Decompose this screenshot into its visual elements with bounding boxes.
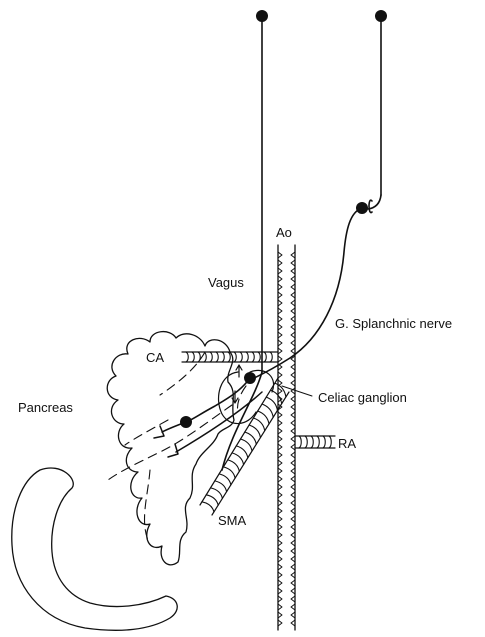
label-celiac-ganglion: Celiac ganglion xyxy=(318,390,407,405)
ra-coil-mark xyxy=(323,436,325,448)
duodenum xyxy=(12,468,177,630)
ca-coil-mark xyxy=(234,352,236,362)
celiac-ganglion-leader xyxy=(282,386,312,396)
ca-coil-mark xyxy=(258,352,260,362)
sma-coil-mark xyxy=(202,502,214,512)
renal-artery xyxy=(295,436,335,448)
ca-coil-mark xyxy=(252,352,254,362)
pancreas xyxy=(107,332,234,565)
ca-coil-mark xyxy=(270,352,272,362)
splanchnic-preganglionic xyxy=(368,10,387,213)
ca-coil-mark xyxy=(228,352,230,362)
vagus-nerve xyxy=(222,10,268,470)
ra-coil-mark xyxy=(317,436,319,448)
ca-coil-mark xyxy=(240,352,242,362)
ca-coil-mark xyxy=(246,352,248,362)
ra-coil-mark xyxy=(299,436,301,448)
sma-coil-mark xyxy=(262,404,273,417)
ca-coil-mark xyxy=(186,352,188,362)
aorta xyxy=(278,245,295,630)
ca-coil-mark xyxy=(210,352,212,362)
superior-mesenteric-artery xyxy=(200,378,289,515)
ca-coil-mark xyxy=(264,352,266,362)
splanchnic-postganglionic xyxy=(250,202,368,380)
sma-coil-mark xyxy=(266,397,277,410)
ra-coil-mark xyxy=(305,436,307,448)
label-vagus: Vagus xyxy=(208,275,244,290)
ca-coil-mark xyxy=(192,352,194,362)
label-ca: CA xyxy=(146,350,164,365)
ra-coil-mark xyxy=(329,436,331,448)
ra-coil-mark xyxy=(311,436,313,448)
label-sma: SMA xyxy=(218,513,247,528)
ca-coil-mark xyxy=(216,352,218,362)
label-splanchnic-nerve: G. Splanchnic nerve xyxy=(335,316,452,331)
label-ra: RA xyxy=(338,436,356,451)
celiac-artery xyxy=(182,352,278,362)
ca-coil-mark xyxy=(198,352,200,362)
label-pancreas: Pancreas xyxy=(18,400,73,415)
label-ao: Ao xyxy=(276,225,292,240)
ca-coil-mark xyxy=(222,352,224,362)
sma-coil-mark xyxy=(258,411,269,424)
